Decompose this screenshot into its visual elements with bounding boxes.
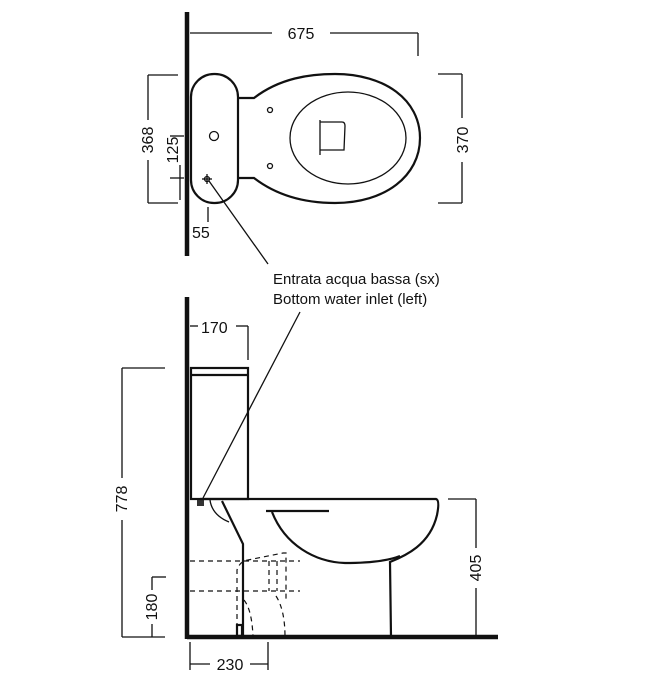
leader-line bbox=[208, 180, 269, 265]
dimension-bowl-width: 370 bbox=[438, 73, 472, 204]
outlet-options-dashed bbox=[190, 552, 300, 638]
dimension-label: 55 bbox=[192, 225, 210, 242]
dimension-label: 778 bbox=[114, 486, 131, 513]
dimension-inlet-depth: 55 bbox=[192, 207, 210, 242]
water-inlet-marker bbox=[202, 174, 212, 184]
bowl-outline-side bbox=[200, 497, 440, 638]
dimension-label: 170 bbox=[201, 320, 228, 337]
seat-hinge-hole bbox=[266, 162, 274, 170]
bowl-opening bbox=[289, 91, 407, 185]
floor-fixing bbox=[235, 623, 244, 638]
cistern-side bbox=[189, 366, 250, 501]
dimension-tank-depth: 170 bbox=[190, 320, 249, 360]
dimension-outlet-distance: 230 bbox=[189, 642, 269, 674]
dimension-label: 125 bbox=[165, 137, 182, 164]
dimension-label: 180 bbox=[144, 594, 161, 621]
dimension-length: 675 bbox=[190, 26, 419, 56]
dimension-seat-height: 405 bbox=[448, 498, 485, 637]
bowl-basin bbox=[270, 511, 401, 565]
side-view: 170 778 180 405 23 bbox=[114, 297, 498, 674]
dimension-label: 370 bbox=[455, 127, 472, 154]
dimension-label: 675 bbox=[288, 26, 315, 43]
drain-outline bbox=[319, 120, 346, 155]
flush-button bbox=[208, 130, 220, 142]
water-inlet-annotation: Entrata acqua bassa (sx) Bottom water in… bbox=[202, 180, 440, 499]
annotation-english: Bottom water inlet (left) bbox=[273, 291, 427, 308]
dimension-tank-width: 368 bbox=[140, 74, 178, 204]
water-inlet-fitting bbox=[197, 500, 204, 506]
seat-hinge-hole bbox=[266, 106, 274, 114]
bowl-outline-top bbox=[238, 72, 422, 205]
pedestal-back bbox=[221, 500, 245, 637]
dimension-inlet-height: 180 bbox=[144, 576, 166, 637]
dimension-label: 230 bbox=[217, 657, 244, 674]
cistern-top bbox=[189, 72, 240, 205]
top-view: 675 368 125 bbox=[140, 12, 472, 256]
dimension-total-height: 778 bbox=[114, 367, 165, 638]
annotation-italian: Entrata acqua bassa (sx) bbox=[273, 271, 440, 288]
dimension-label: 368 bbox=[140, 127, 157, 154]
dimension-inlet-offset: 125 bbox=[165, 135, 184, 200]
dimension-label: 405 bbox=[468, 555, 485, 582]
leader-line bbox=[202, 311, 301, 499]
inlet-pipe bbox=[209, 499, 230, 523]
